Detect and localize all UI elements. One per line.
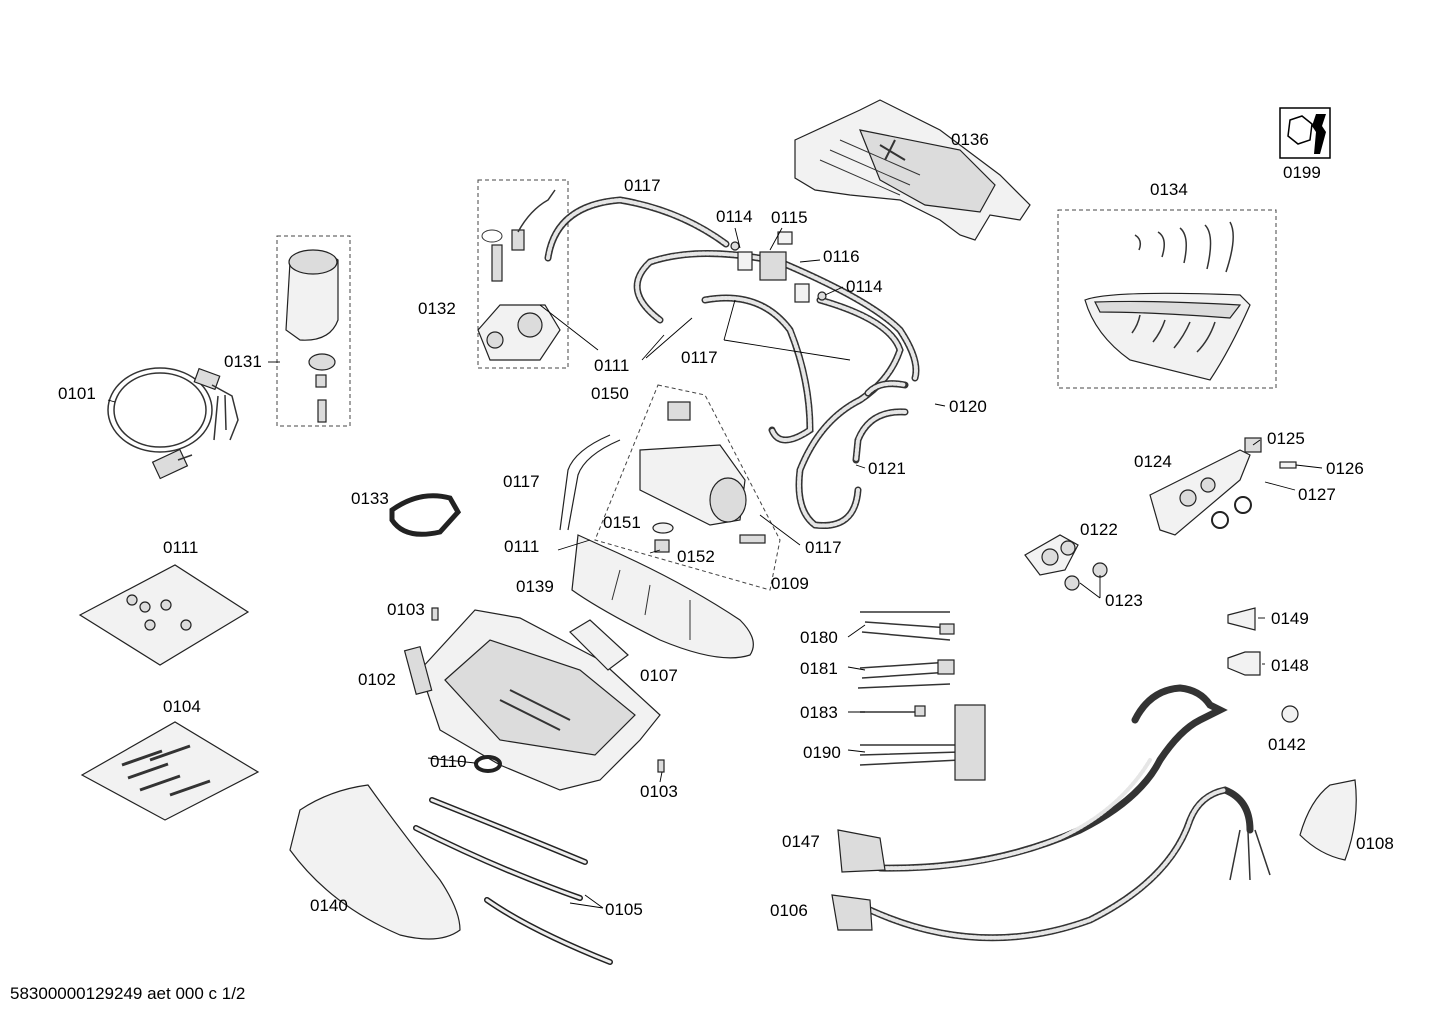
upper-cover-part xyxy=(794,99,1031,241)
part-label-0110: 0110 xyxy=(430,752,467,771)
part-label-0117-lower: 0117 xyxy=(805,538,842,557)
pump-part xyxy=(477,189,561,361)
clip-bag-part xyxy=(78,564,250,666)
part-label-0115: 0115 xyxy=(771,208,808,227)
power-cord-part xyxy=(107,367,239,480)
circuit-board-part xyxy=(569,619,629,671)
part-label-0136: 0136 xyxy=(951,130,989,149)
part-label-0140: 0140 xyxy=(310,896,348,915)
part-label-0122: 0122 xyxy=(1080,520,1118,539)
part-label-0124: 0124 xyxy=(1134,452,1172,471)
part-label-0111-lower: 0111 xyxy=(504,537,540,556)
part-label-0199: 0199 xyxy=(1283,163,1321,182)
supply-hose-part xyxy=(831,786,1271,942)
part-label-0105: 0105 xyxy=(605,900,643,919)
part-label-0117-left: 0117 xyxy=(503,472,540,491)
wiring-harness-part xyxy=(857,611,986,781)
trim-strip-part xyxy=(413,797,613,965)
base-housing-part xyxy=(403,609,661,791)
hose-set-part xyxy=(544,196,920,531)
screw-bag-part xyxy=(80,721,260,821)
part-label-0101: 0101 xyxy=(58,384,96,403)
brush-part xyxy=(1227,651,1261,676)
wrench-nut-icon xyxy=(1279,107,1331,159)
part-label-0139: 0139 xyxy=(516,577,554,596)
part-label-0120: 0120 xyxy=(949,397,987,416)
part-label-0133: 0133 xyxy=(351,489,389,508)
part-label-0183: 0183 xyxy=(800,703,838,722)
fastener-part xyxy=(657,759,665,773)
part-label-0150: 0150 xyxy=(591,384,629,403)
soleplate-part xyxy=(1084,221,1251,381)
part-label-0131: 0131 xyxy=(224,352,262,371)
part-label-0117-top: 0117 xyxy=(624,176,661,195)
cap-part xyxy=(1281,705,1299,723)
part-label-0108: 0108 xyxy=(1356,834,1394,853)
side-shell-part xyxy=(289,784,461,940)
heater-group-box xyxy=(594,384,781,591)
switch-part xyxy=(1024,534,1108,591)
part-label-0134: 0134 xyxy=(1150,180,1188,199)
steam-hose-part xyxy=(837,684,1228,873)
part-label-0142: 0142 xyxy=(1268,735,1306,754)
part-label-0147: 0147 xyxy=(782,832,820,851)
part-label-0180: 0180 xyxy=(800,628,838,647)
part-label-0111-bag: 0111 xyxy=(163,538,199,557)
part-label-0114-top: 0114 xyxy=(716,207,753,226)
part-label-0181: 0181 xyxy=(800,659,838,678)
gasket-part xyxy=(389,493,462,537)
part-label-0107: 0107 xyxy=(640,666,678,685)
pump-group-box xyxy=(477,179,569,369)
nozzle-part xyxy=(1227,607,1256,631)
part-label-0190: 0190 xyxy=(803,743,841,762)
part-label-0102: 0102 xyxy=(358,670,396,689)
part-label-0103-bottom: 0103 xyxy=(640,782,678,801)
part-label-0127: 0127 xyxy=(1298,485,1336,504)
part-label-0148: 0148 xyxy=(1271,656,1309,675)
part-label-0111-mid: 0111 xyxy=(594,356,630,375)
document-id-footer: 58300000129249 aet 000 c 1/2 xyxy=(10,984,246,1003)
part-label-0109: 0109 xyxy=(771,574,809,593)
handle-cover-part xyxy=(571,534,754,659)
part-label-0126: 0126 xyxy=(1326,459,1364,478)
part-label-0114-right: 0114 xyxy=(846,277,883,296)
part-label-0123: 0123 xyxy=(1105,591,1143,610)
fastener-part xyxy=(431,607,439,621)
part-label-0103-top: 0103 xyxy=(387,600,425,619)
control-panel-part xyxy=(1149,437,1297,536)
part-label-0117-mid: 0117 xyxy=(681,348,718,367)
ring-part xyxy=(474,755,502,773)
water-tank-part xyxy=(285,249,339,423)
water-tank-group-box xyxy=(276,235,351,427)
part-label-0149: 0149 xyxy=(1271,609,1309,628)
valve-part xyxy=(730,231,827,303)
part-label-0151: 0151 xyxy=(603,513,641,532)
leader-lines xyxy=(107,227,1323,909)
part-label-0132: 0132 xyxy=(418,299,456,318)
boiler-part xyxy=(639,401,766,553)
part-label-0116: 0116 xyxy=(823,247,860,266)
part-label-0152: 0152 xyxy=(677,547,715,566)
part-label-0125: 0125 xyxy=(1267,429,1305,448)
part-label-0106: 0106 xyxy=(770,901,808,920)
part-label-0121: 0121 xyxy=(868,459,906,478)
part-label-0104: 0104 xyxy=(163,697,201,716)
soleplate-group-box xyxy=(1057,209,1277,389)
holster-part xyxy=(1299,779,1357,861)
